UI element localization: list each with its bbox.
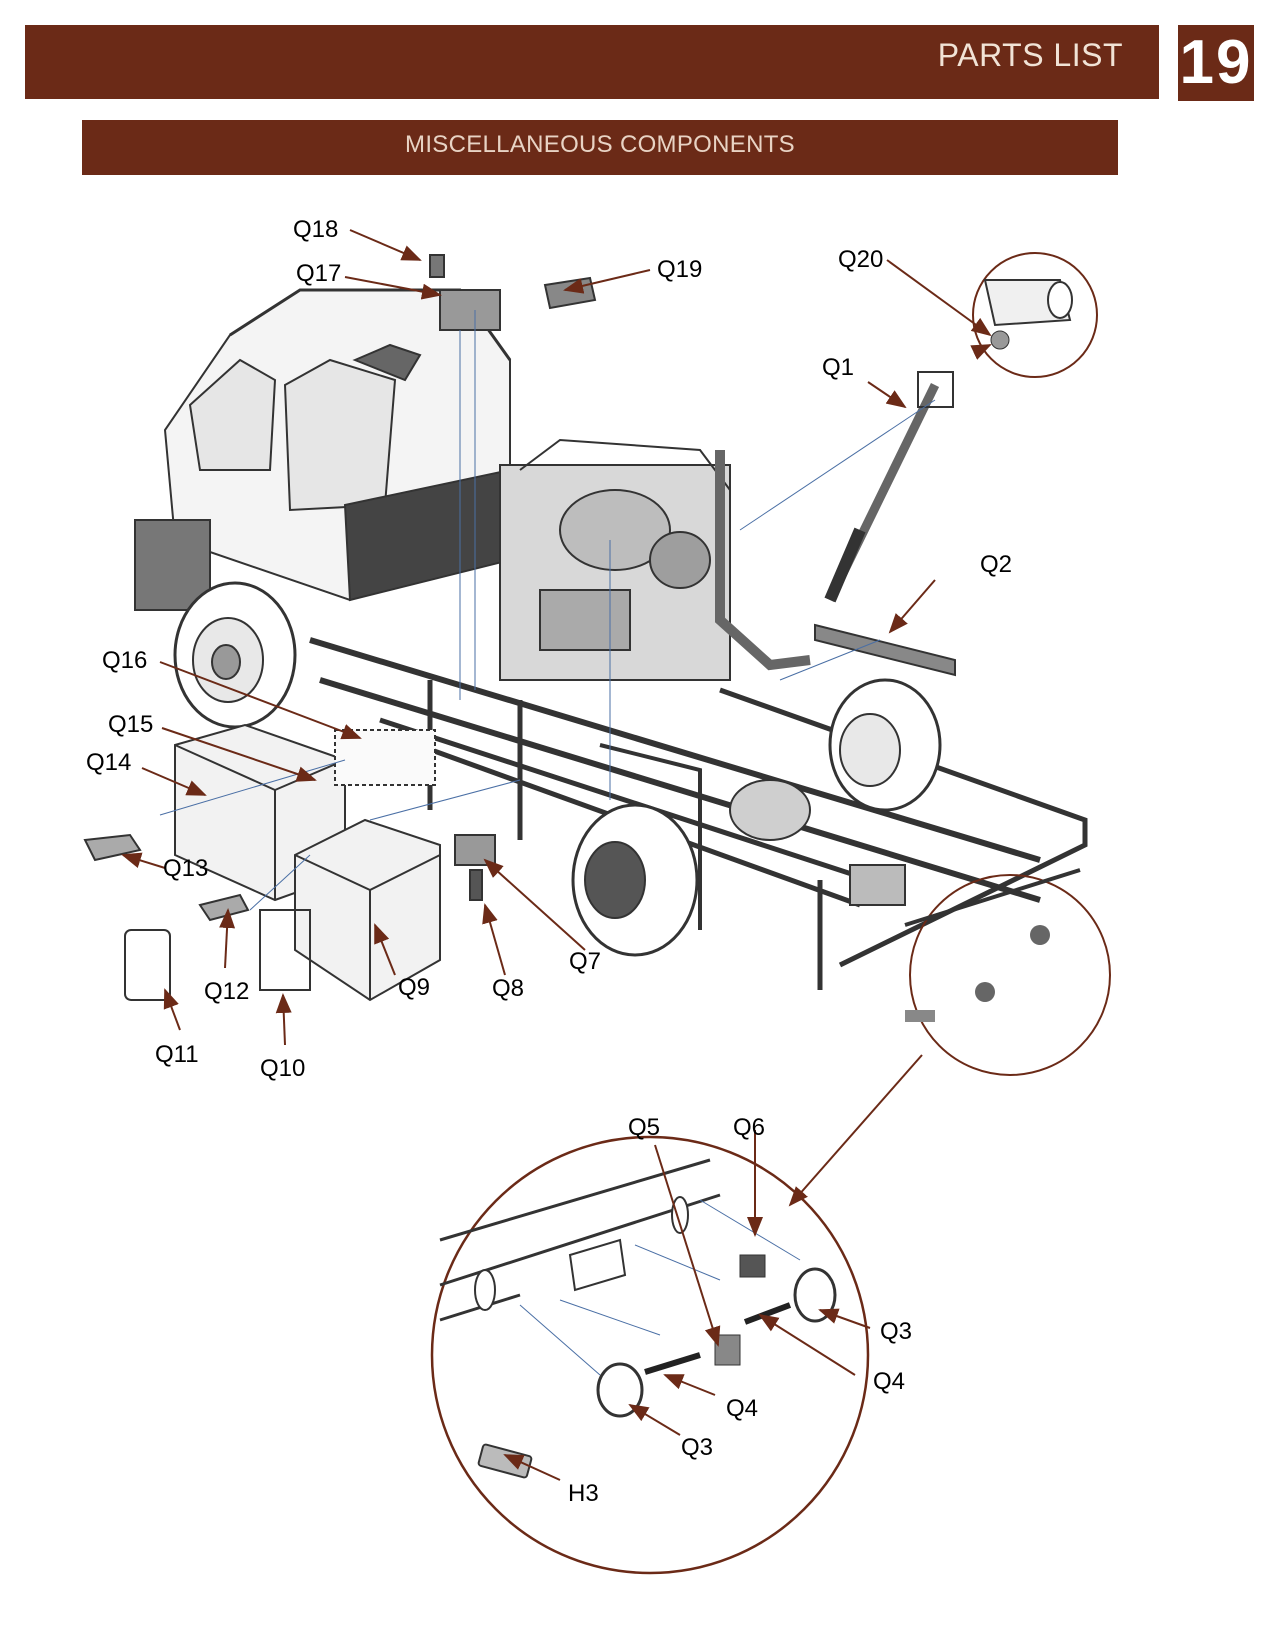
callout-q11: Q11 bbox=[155, 1041, 199, 1068]
callout-q9: Q9 bbox=[398, 974, 431, 1001]
callout-leaders bbox=[121, 229, 992, 1481]
callout-q19: Q19 bbox=[657, 256, 703, 283]
callout-q7: Q7 bbox=[569, 948, 602, 975]
header-bar: PARTS LIST bbox=[25, 25, 1159, 99]
page-header-title: PARTS LIST bbox=[937, 37, 1123, 73]
callout-q3-left: Q3 bbox=[681, 1434, 714, 1461]
callout-q18: Q18 bbox=[293, 216, 339, 243]
callout-q15: Q15 bbox=[108, 711, 154, 738]
callout-q6: Q6 bbox=[733, 1114, 766, 1141]
callout-q5: Q5 bbox=[628, 1114, 661, 1141]
callout-h3: H3 bbox=[568, 1480, 599, 1507]
callout-q8: Q8 bbox=[492, 975, 525, 1002]
callout-q1: Q1 bbox=[822, 354, 855, 381]
rear-detail-circle-small bbox=[904, 868, 1111, 1076]
front-wheel bbox=[173, 581, 297, 729]
page-number-badge: 19 bbox=[1178, 25, 1254, 101]
section-title: MISCELLANEOUS COMPONENTS bbox=[405, 131, 795, 158]
callout-q4-left: Q4 bbox=[726, 1395, 759, 1422]
q20-detail-circle bbox=[972, 252, 1098, 378]
page-number: 19 bbox=[1179, 28, 1253, 97]
rear-detail-circle-large bbox=[430, 1135, 870, 1575]
callout-q16: Q16 bbox=[102, 647, 148, 674]
rear-wheel-right bbox=[828, 678, 942, 812]
rear-wheel-left bbox=[571, 803, 699, 957]
callout-q3-right: Q3 bbox=[880, 1318, 913, 1345]
callout-q10: Q10 bbox=[260, 1055, 306, 1082]
callout-q4-right: Q4 bbox=[873, 1368, 906, 1395]
callout-q20: Q20 bbox=[838, 246, 884, 273]
callout-q2: Q2 bbox=[980, 551, 1013, 578]
callout-q14: Q14 bbox=[86, 749, 132, 776]
section-bar: MISCELLANEOUS COMPONENTS bbox=[82, 120, 1118, 175]
callout-q13: Q13 bbox=[163, 855, 209, 882]
callout-q12: Q12 bbox=[204, 978, 250, 1005]
callout-q17: Q17 bbox=[296, 260, 342, 287]
truck-illustration bbox=[83, 254, 1088, 1002]
